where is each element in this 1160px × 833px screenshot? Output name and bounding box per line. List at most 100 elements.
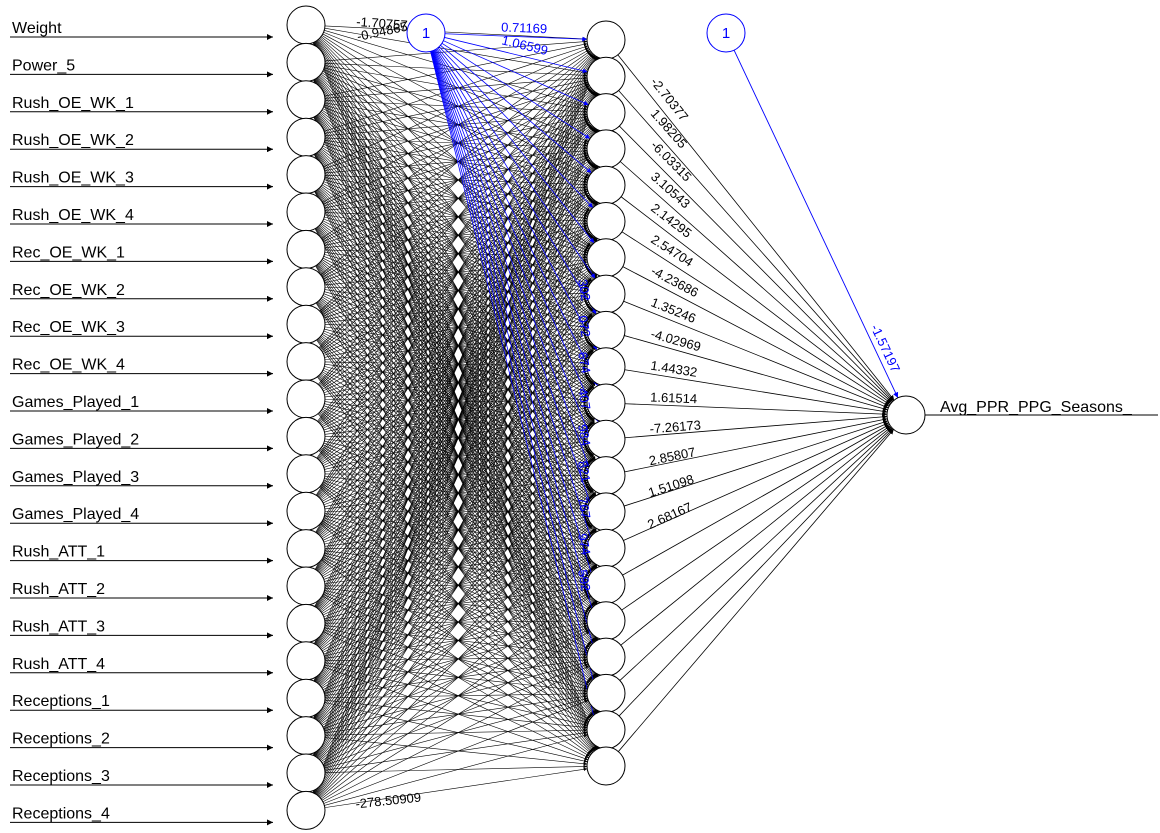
input-label-11: Games_Played_2 <box>12 431 139 448</box>
edge-input-8-hidden-15 <box>320 336 592 573</box>
hidden-bias-label: 1 <box>422 25 430 42</box>
edge-input-5-hidden-10 <box>321 221 591 394</box>
edge-input-14-hidden-13 <box>324 512 588 547</box>
edge-input-10-hidden-16 <box>321 410 591 610</box>
edge-input-0-hidden-6 <box>320 36 592 247</box>
edge-input-6-hidden-19 <box>315 265 597 714</box>
edge-input-3-hidden-13 <box>317 151 595 498</box>
edge-hidden-10-output <box>624 403 888 417</box>
input-label-13: Games_Played_4 <box>12 506 139 523</box>
edge-input-18-hidden-0 <box>313 57 599 682</box>
input-label-12: Games_Played_3 <box>12 469 139 486</box>
edge-input-1-hidden-7 <box>320 73 592 283</box>
edge-bias-hidden-11 <box>433 50 599 423</box>
edge-hidden-8-output <box>624 335 888 411</box>
edge-input-7-hidden-3 <box>323 156 589 280</box>
edge-input-13-hidden-14 <box>324 513 588 548</box>
edge-input-14-hidden-15 <box>324 550 588 584</box>
edge-input-4-hidden-17 <box>315 190 597 642</box>
hidden-node-18 <box>586 673 626 713</box>
edge-input-21-hidden-13 <box>319 525 593 798</box>
edge-input-10-hidden-17 <box>320 411 592 645</box>
edge-input-1-hidden-6 <box>321 72 591 248</box>
input-node-0 <box>286 5 326 45</box>
input-node-14 <box>286 529 326 569</box>
edge-input-6-hidden-20 <box>315 265 597 750</box>
edge-input-6-hidden-16 <box>317 263 595 607</box>
edge-input-11-hidden-12 <box>324 438 588 475</box>
edge-input-11-hidden-10 <box>324 403 588 435</box>
edge-input-17-hidden-17 <box>324 655 588 661</box>
edge-input-12-hidden-18 <box>321 484 591 683</box>
edge-input-1-hidden-14 <box>315 78 597 533</box>
hidden-output-weight-9: 1.44332 <box>650 358 699 380</box>
edge-input-5-hidden-18 <box>315 227 597 678</box>
edge-input-8-hidden-6 <box>324 260 588 321</box>
edge-input-14-hidden-0 <box>315 56 597 533</box>
edge-input-8-hidden-13 <box>321 334 591 503</box>
hidden-bias-fragment-4: 984 <box>575 423 594 447</box>
edge-input-6-hidden-0 <box>321 50 591 239</box>
hidden-output-weight-11: -7.26173 <box>649 417 701 436</box>
edge-input-10-hidden-3 <box>320 160 592 388</box>
edge-input-21-hidden-15 <box>320 595 592 800</box>
edge-input-0-hidden-1 <box>324 27 588 75</box>
hidden-node-20 <box>586 746 626 786</box>
edge-input-4-hidden-11 <box>320 186 592 427</box>
edge-hidden-6-output <box>622 266 890 407</box>
edge-bias-hidden-19 <box>430 51 603 712</box>
input-node-15 <box>286 566 326 606</box>
edge-input-1-hidden-11 <box>317 77 595 425</box>
edge-bias-hidden-10 <box>433 49 599 387</box>
edge-input-20-hidden-0 <box>312 57 600 756</box>
edge-input-14-hidden-12 <box>324 479 588 545</box>
edge-bias-hidden-7 <box>436 48 596 279</box>
edge-input-17-hidden-15 <box>324 588 588 657</box>
edge-input-4-hidden-18 <box>315 190 597 678</box>
hidden-output-weight-14: 2.68167 <box>645 499 694 532</box>
edge-hidden-11-output <box>624 414 888 439</box>
input-label-20: Receptions_3 <box>12 768 110 785</box>
input-node-17 <box>286 641 326 681</box>
edge-input-16-hidden-17 <box>324 625 588 657</box>
hidden-bias-fragment-7: 974 <box>575 532 594 556</box>
edge-input-21-hidden-8 <box>315 346 597 795</box>
edge-bias-hidden-2 <box>443 40 589 106</box>
edge-input-5-hidden-19 <box>315 228 597 714</box>
edge-input-7-hidden-9 <box>324 291 588 363</box>
edge-input-17-hidden-19 <box>324 664 588 727</box>
edge-input-15-hidden-9 <box>321 377 591 576</box>
input-label-9: Rec_OE_WK_4 <box>12 357 125 374</box>
edge-bias-hidden-15 <box>431 50 601 567</box>
hidden-bias-fragment-0: 302 <box>575 278 594 302</box>
edge-input-2-hidden-15 <box>315 115 597 569</box>
output-bias-weight: -1.57197 <box>868 322 903 375</box>
edge-input-8-hidden-10 <box>324 328 588 399</box>
edge-input-7-hidden-1 <box>321 86 591 277</box>
edge-input-9-hidden-2 <box>320 124 592 350</box>
edge-input-12-hidden-19 <box>320 485 592 718</box>
neuron-nodes <box>286 5 926 830</box>
edge-input-14-hidden-7 <box>320 306 592 537</box>
edge-input-7-hidden-0 <box>320 51 592 275</box>
edge-input-12-hidden-14 <box>324 478 588 545</box>
edge-input-20-hidden-19 <box>324 731 588 771</box>
edge-input-20-hidden-14 <box>321 559 591 762</box>
edge-hidden-17-output <box>620 426 892 646</box>
edge-input-13-hidden-19 <box>321 522 591 719</box>
edge-input-3-hidden-17 <box>315 153 597 641</box>
edge-input-19-hidden-10 <box>318 416 594 722</box>
edge-input-10-hidden-8 <box>324 333 588 396</box>
hidden-bias-fragment-3: 407 <box>575 387 594 411</box>
edge-input-1-hidden-12 <box>316 77 596 461</box>
edge-input-18-hidden-8 <box>317 344 595 684</box>
edge-input-15-hidden-14 <box>324 549 588 584</box>
edge-input-4-hidden-16 <box>316 190 596 606</box>
hidden-node-16 <box>586 601 626 641</box>
edge-bias-hidden-6 <box>437 47 595 244</box>
edge-input-1-hidden-2 <box>324 65 588 111</box>
edge-input-12-hidden-0 <box>316 55 596 459</box>
edge-bias-hidden-8 <box>435 49 597 315</box>
edge-bias-hidden-12 <box>432 50 600 459</box>
